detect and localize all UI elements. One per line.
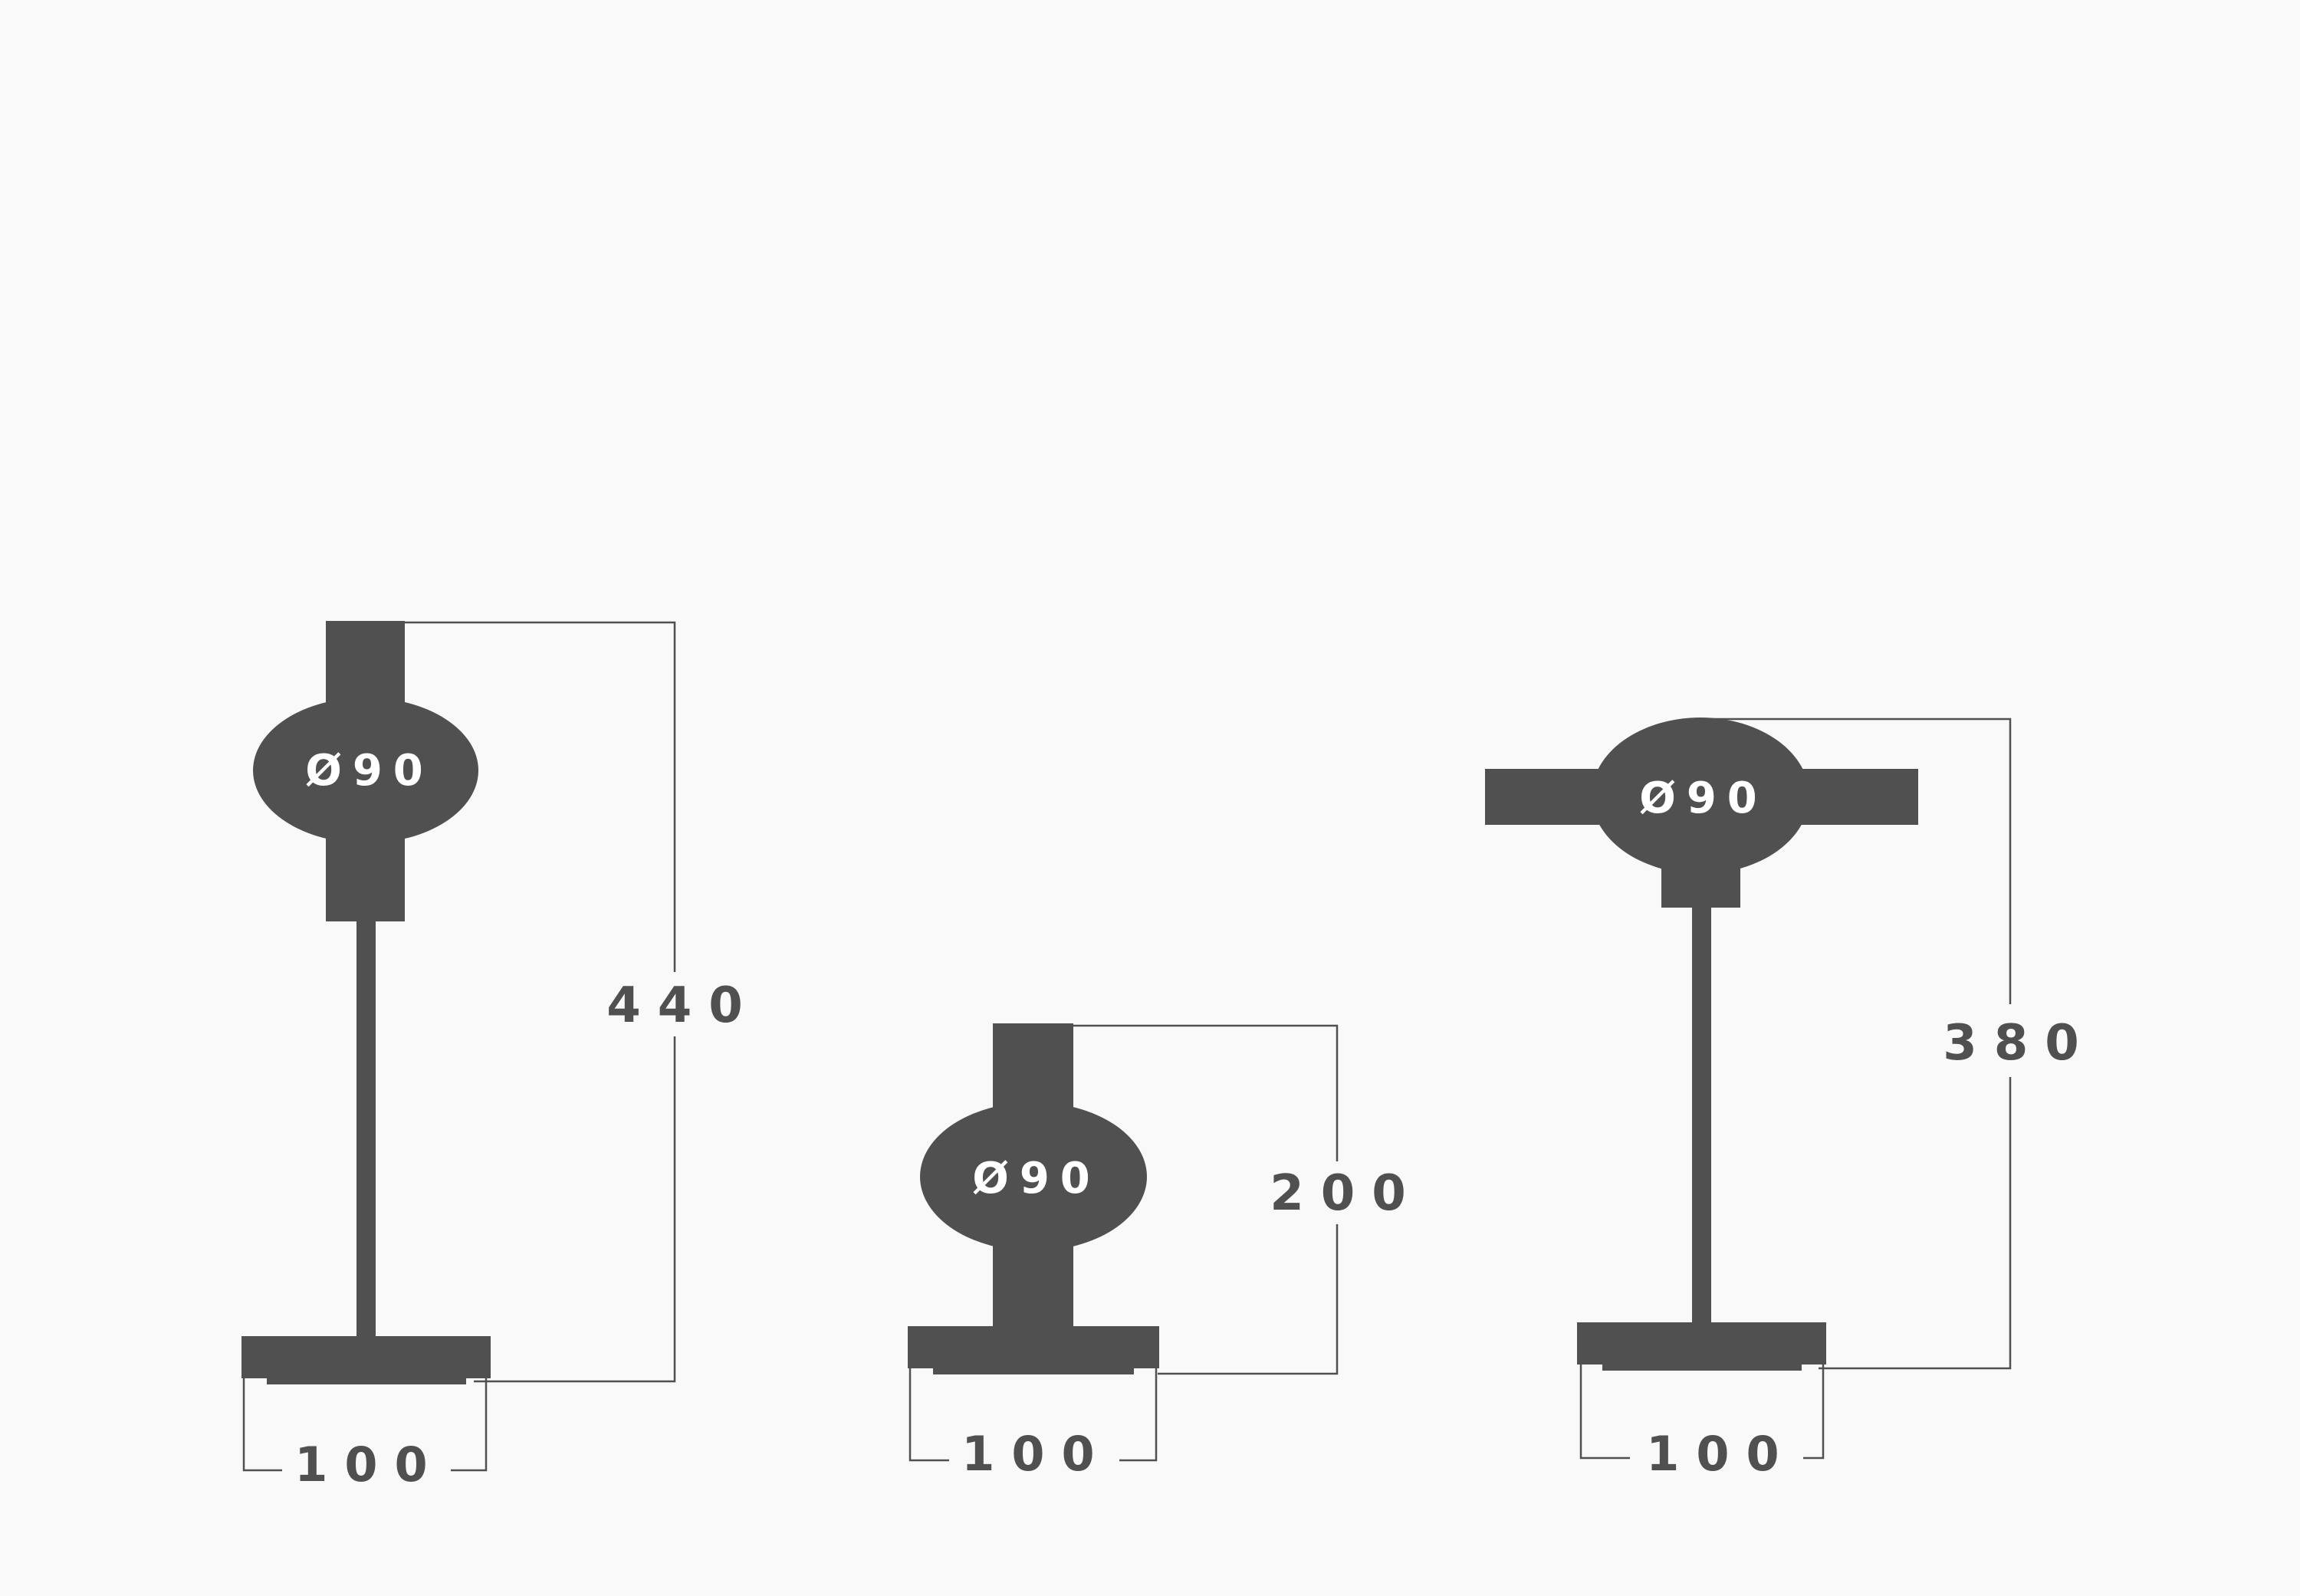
width-label: 100 <box>961 1426 1111 1482</box>
height-dimension-line <box>405 621 676 1383</box>
base-plate <box>1577 1322 1826 1364</box>
globe <box>920 1102 1147 1251</box>
height-label: 380 <box>1943 1015 2096 1072</box>
base-foot <box>933 1367 1134 1374</box>
globe <box>253 698 478 843</box>
base-foot <box>1602 1363 1802 1371</box>
height-label: 200 <box>1270 1165 1423 1222</box>
fixture-tall-pendant: Ø90 440 100 <box>242 621 760 1493</box>
diameter-label: Ø90 <box>1639 773 1768 823</box>
base-plate <box>908 1326 1159 1368</box>
width-label: 100 <box>294 1437 444 1493</box>
collar <box>1661 866 1740 908</box>
height-dimension-line <box>1702 718 2012 1370</box>
width-dimension-line <box>242 1378 488 1472</box>
rod <box>1692 906 1711 1326</box>
width-dimension-line <box>909 1368 1158 1462</box>
base-plate <box>242 1336 491 1378</box>
globe <box>1592 718 1809 874</box>
width-label: 100 <box>1646 1426 1796 1482</box>
diameter-label: Ø90 <box>305 746 434 796</box>
height-label: 440 <box>606 977 760 1034</box>
top-stem <box>993 1023 1073 1108</box>
height-dimension-line <box>1073 1024 1339 1375</box>
width-dimension-line <box>1579 1364 1825 1460</box>
fixture-short-sconce: Ø90 200 100 <box>908 1023 1423 1482</box>
bottom-stem <box>993 1242 1073 1334</box>
base-foot <box>267 1377 466 1384</box>
fixture-winged-pendant: Ø90 380 100 <box>1485 718 2096 1482</box>
diameter-label: Ø90 <box>972 1154 1101 1204</box>
rod <box>356 920 376 1340</box>
